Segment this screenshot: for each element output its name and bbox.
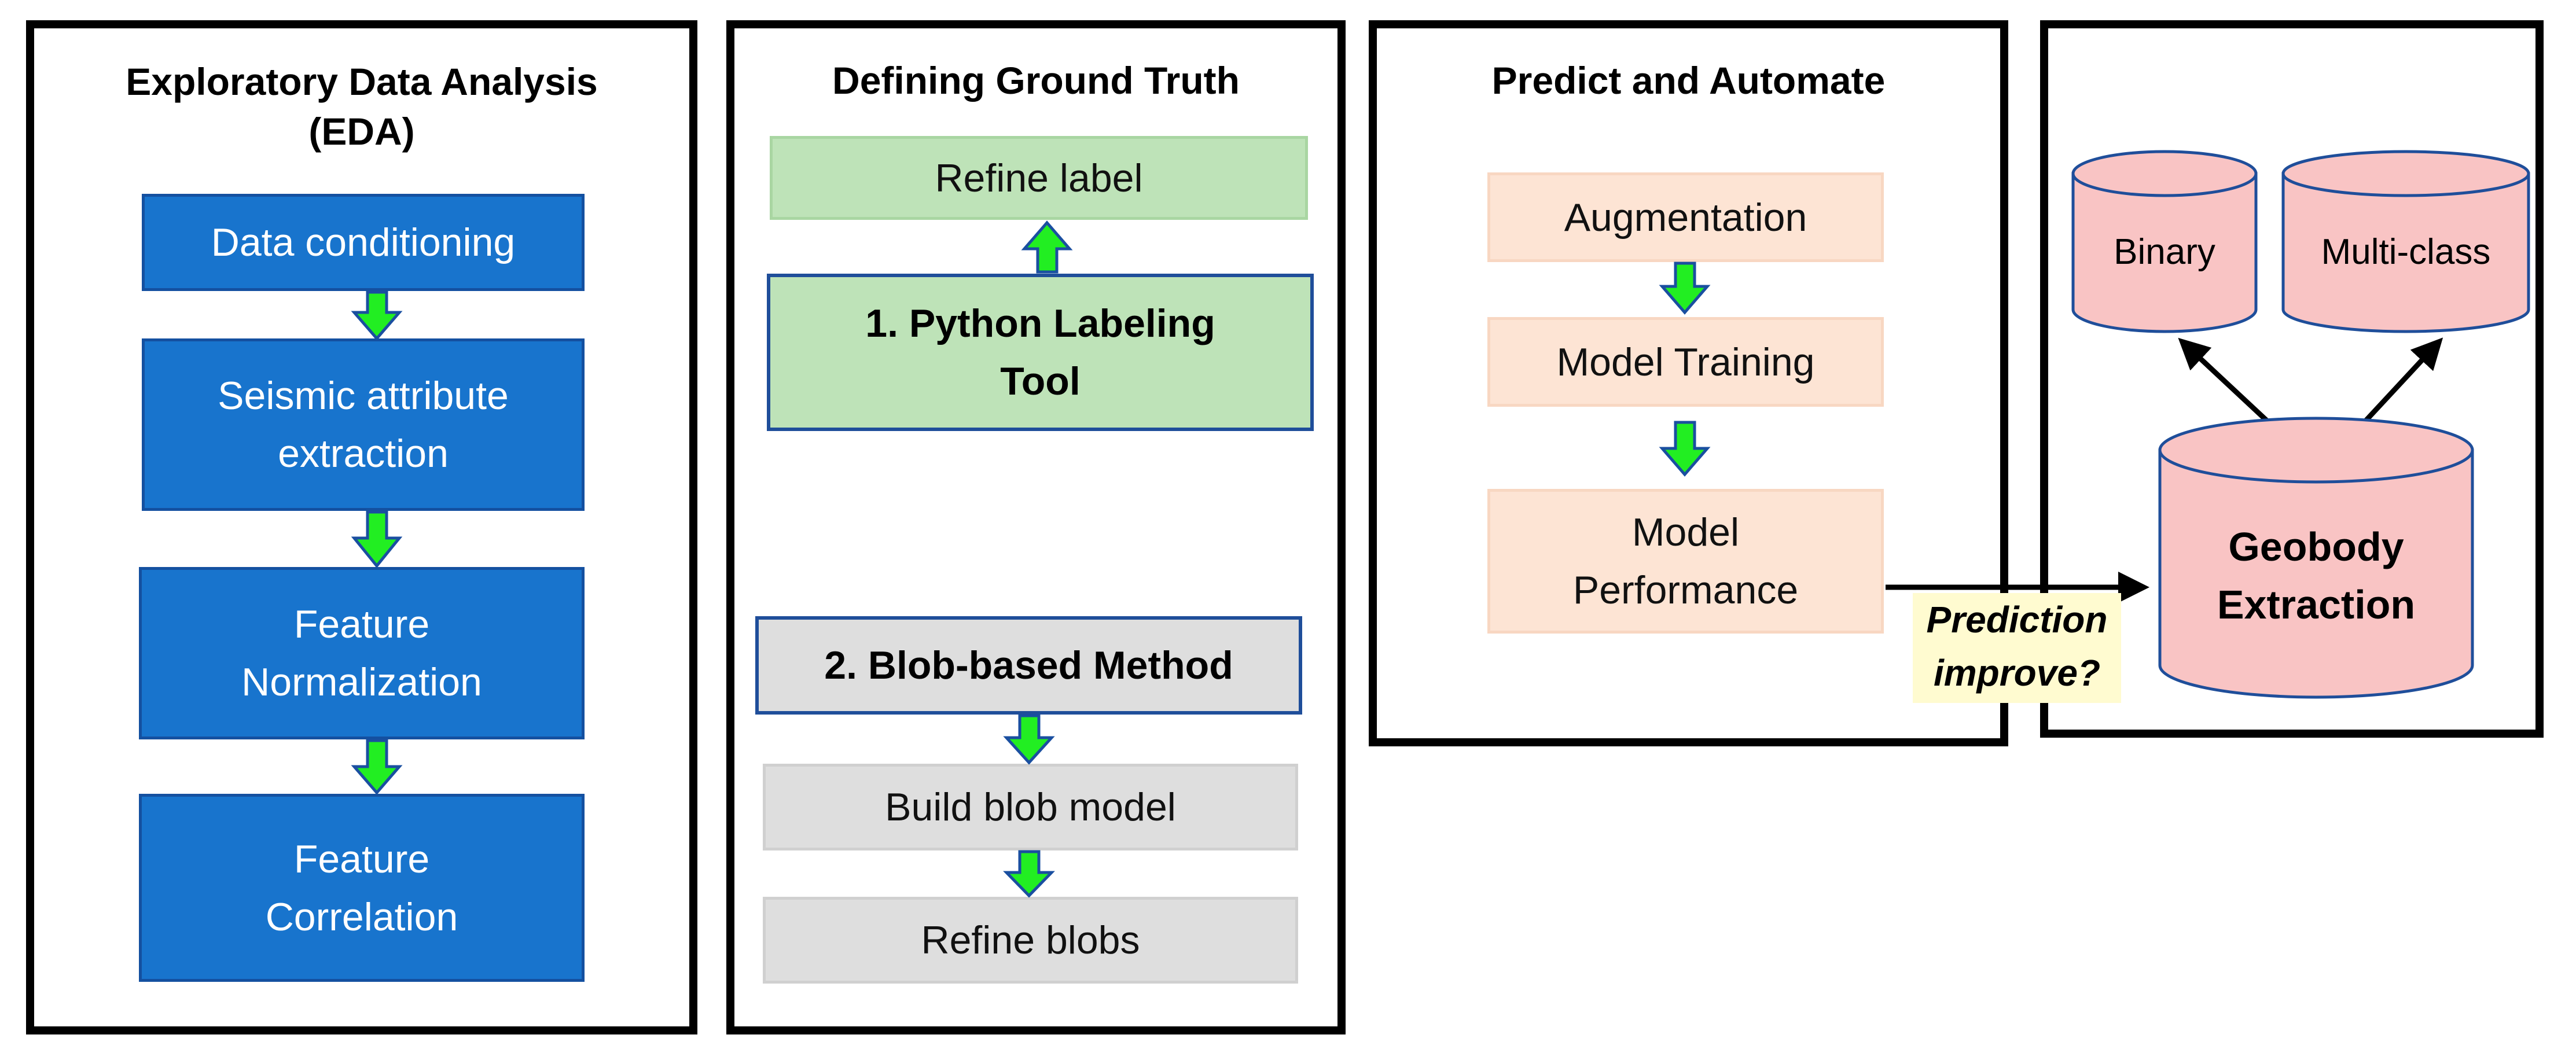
seismic-attribute-line1: Seismic attribute (218, 374, 509, 418)
python-tool-line2: Tool (1000, 359, 1081, 403)
multiclass-label: Multi-class (2321, 232, 2491, 272)
geobody-cylinder (2158, 417, 2474, 699)
flow-arrow-down-icon (351, 290, 403, 341)
model-performance-box: Model Performance (1487, 489, 1884, 634)
callout-line2: improve? (1933, 652, 2101, 694)
geobody-label: Geobody Extraction (2160, 518, 2472, 634)
to-binary-arrow (2178, 337, 2271, 425)
build-blob-text: Build blob model (885, 785, 1176, 829)
blob-method-box: 2. Blob-based Method (755, 616, 1302, 715)
python-tool-line1: 1. Python Labeling (865, 301, 1215, 345)
callout-line1: Prediction (1926, 599, 2108, 640)
ground-truth-title: Defining Ground Truth (832, 59, 1240, 102)
geobody-line2: Extraction (2217, 582, 2416, 627)
eda-title: Exploratory Data Analysis (EDA) (34, 57, 689, 157)
seismic-attribute-box: Seismic attribute extraction (142, 338, 585, 511)
augmentation-box: Augmentation (1487, 172, 1884, 262)
augmentation-text: Augmentation (1564, 195, 1807, 240)
prediction-callout: Prediction improve? (1913, 593, 2121, 703)
blob-method-text: 2. Blob-based Method (824, 643, 1233, 687)
flow-arrow-up-icon (1021, 220, 1073, 274)
feature-correlation-line2: Correlation (265, 894, 458, 939)
geobody-line1: Geobody (2228, 524, 2404, 569)
flow-arrow-down-icon (1659, 421, 1711, 477)
refine-label-box: Refine label (770, 136, 1308, 220)
refine-label-text: Refine label (935, 156, 1143, 200)
feature-normalization-line2: Normalization (241, 660, 482, 704)
feature-correlation-box: Feature Correlation (139, 794, 585, 982)
multiclass-cylinder (2281, 150, 2530, 333)
model-training-text: Model Training (1556, 340, 1815, 384)
build-blob-box: Build blob model (763, 764, 1298, 851)
binary-label: Binary (2114, 232, 2215, 272)
flow-arrow-down-icon (351, 739, 403, 795)
eda-title-line1: Exploratory Data Analysis (126, 60, 598, 103)
flow-arrow-down-icon (351, 510, 403, 568)
feature-correlation-line1: Feature (293, 837, 430, 881)
eda-title-line2: (EDA) (308, 109, 415, 153)
seismic-attribute-line2: extraction (278, 432, 449, 476)
model-performance-line2: Performance (1572, 568, 1799, 612)
refine-blobs-text: Refine blobs (921, 918, 1140, 962)
data-conditioning-box: Data conditioning (142, 194, 585, 291)
binary-cylinder (2071, 150, 2258, 333)
feature-normalization-line1: Feature (293, 602, 430, 646)
refine-blobs-box: Refine blobs (763, 897, 1298, 984)
flow-arrow-down-icon (1003, 714, 1055, 765)
model-performance-line1: Model (1631, 510, 1740, 554)
predict-title: Predict and Automate (1491, 59, 1886, 102)
flow-arrow-down-icon (1003, 850, 1055, 898)
python-labeling-tool-box: 1. Python Labeling Tool (767, 274, 1314, 431)
feature-normalization-box: Feature Normalization (139, 567, 585, 739)
to-multiclass-arrow (2362, 337, 2443, 425)
flow-arrow-down-icon (1659, 262, 1711, 315)
model-training-box: Model Training (1487, 317, 1884, 407)
data-conditioning-label: Data conditioning (211, 220, 516, 264)
